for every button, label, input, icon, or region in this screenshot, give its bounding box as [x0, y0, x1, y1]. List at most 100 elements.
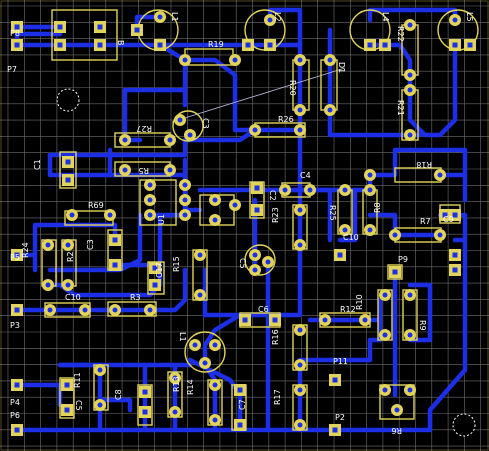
label-r22: R22 [396, 26, 405, 42]
pad-hole [14, 252, 20, 258]
c3b-body [172, 110, 204, 142]
pad-hole [382, 42, 388, 48]
pad-hole [337, 252, 343, 258]
pad-hole [267, 17, 273, 23]
pad-hole [407, 332, 413, 338]
labels: P8 P7 B L1 L2 L4 L5 R19 R22 D1 R20 R21 R… [7, 12, 474, 435]
label-r26: R26 [278, 115, 294, 124]
pad-hole [167, 167, 173, 173]
pad-hole [297, 327, 303, 333]
label-r9: R9 [418, 320, 427, 331]
pad-hole [182, 57, 188, 63]
pad-hole [297, 242, 303, 248]
label-l: L1 [178, 332, 187, 342]
label-r27: R27 [136, 124, 152, 133]
trace [332, 237, 468, 433]
pad-hole [254, 207, 260, 213]
label-p6: P6 [10, 411, 20, 420]
pad-hole [14, 42, 20, 48]
pad-hole [97, 402, 103, 408]
pad-hole [182, 182, 188, 188]
pad-hole [212, 382, 218, 388]
pad-hole [157, 42, 163, 48]
pad-hole [82, 307, 88, 313]
c5-body [59, 377, 75, 419]
pad-hole [394, 407, 400, 413]
trace [32, 222, 118, 273]
label-c7: C7 [238, 399, 247, 410]
pad-hole [147, 182, 153, 188]
pad-hole [442, 212, 448, 218]
label-p3: P3 [10, 321, 20, 330]
pad-hole [65, 177, 71, 183]
label-r18: R18 [416, 160, 432, 169]
trace [107, 147, 188, 178]
pad-hole [142, 389, 148, 395]
label-c10a: C10 [343, 233, 359, 242]
label-c10b: C10 [65, 293, 81, 302]
pad-hole [147, 307, 153, 313]
pad-hole [282, 187, 288, 193]
pad-hole [237, 387, 243, 393]
c5b-body [244, 244, 276, 276]
label-r16: R16 [271, 329, 280, 345]
pad-hole [332, 377, 338, 383]
pad-hole [254, 185, 260, 191]
label-r19: R19 [208, 40, 224, 49]
r19-body [184, 48, 234, 66]
pad-hole [14, 307, 20, 313]
pad-hole [182, 212, 188, 218]
trace [202, 267, 243, 318]
label-r20: R20 [288, 80, 297, 96]
pad-hole [265, 259, 271, 265]
label-l5: L5 [465, 12, 474, 22]
trace [367, 212, 443, 238]
pad-hole [152, 265, 158, 271]
pad-hole [147, 212, 153, 218]
pad-hole [232, 202, 238, 208]
pad-hole [437, 172, 443, 178]
pad-hole [14, 427, 20, 433]
label-r5: R5 [138, 166, 149, 175]
trace [327, 97, 423, 138]
pad-hole [452, 17, 458, 23]
ratsnest-line [171, 67, 346, 123]
pad-hole [367, 172, 373, 178]
label-r3: R3 [130, 293, 141, 302]
trace [407, 282, 433, 343]
trace [232, 102, 303, 133]
pad-hole [252, 267, 258, 273]
pad-hole [167, 137, 173, 143]
u1-body [139, 179, 177, 226]
pad-hole [297, 57, 303, 63]
pad-hole [407, 132, 413, 138]
pad-hole [392, 269, 398, 275]
pad-hole [452, 42, 458, 48]
pad-hole [382, 387, 388, 393]
label-r10: R10 [355, 294, 364, 310]
pad-hole [437, 232, 443, 238]
pad-hole [45, 242, 51, 248]
trace [197, 127, 258, 143]
trace [97, 397, 133, 413]
pad-hole [452, 252, 458, 258]
pad-hole [237, 422, 243, 428]
pad-hole [297, 127, 303, 133]
pad-hole [192, 342, 198, 348]
pad-hole [147, 197, 153, 203]
label-p11: P11 [333, 357, 348, 366]
label-p8: P8 [10, 29, 20, 38]
pad-hole [272, 317, 278, 323]
pad-hole [57, 24, 63, 30]
label-c3: C3 [86, 239, 95, 250]
trace [157, 42, 238, 108]
label-r25: R25 [328, 205, 337, 221]
pad-hole [212, 342, 218, 348]
pad-hole [64, 382, 70, 388]
label-c5: C5 [74, 400, 83, 411]
pad-hole [452, 267, 458, 273]
label-c1: C1 [33, 159, 42, 170]
pad-hole [332, 427, 338, 433]
